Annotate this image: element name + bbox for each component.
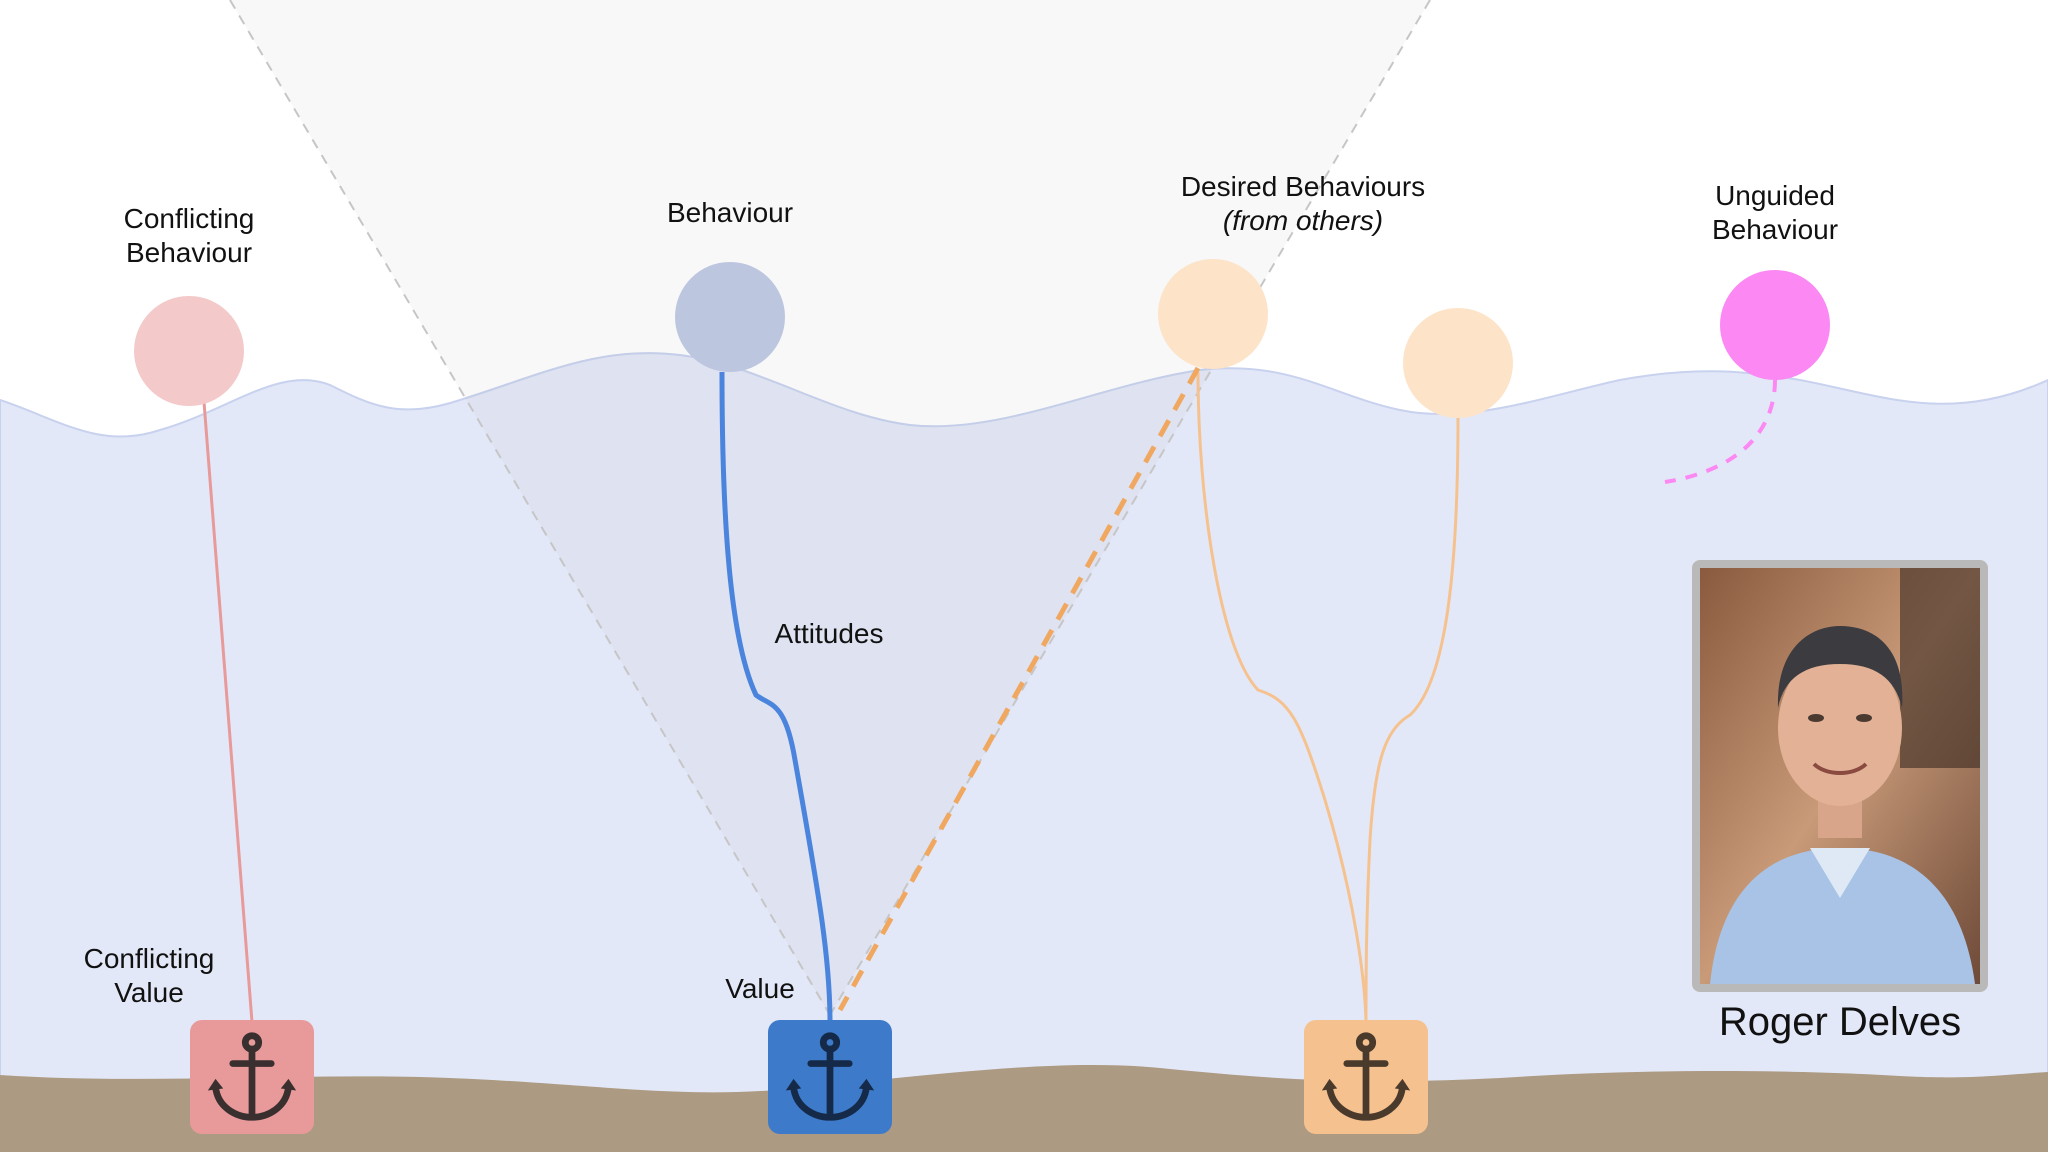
behaviour-balloon [675, 262, 785, 372]
value-label: Value [725, 972, 795, 1006]
attitudes-label: Attitudes [775, 617, 884, 651]
conflicting-behaviour-balloon [134, 296, 244, 406]
desired-value-anchor [1304, 1020, 1428, 1134]
conflicting-value-anchor [190, 1020, 314, 1134]
desired-behaviour-balloon-1 [1158, 259, 1268, 369]
anchor-icon [204, 1029, 300, 1125]
behaviour-label: Behaviour [667, 196, 793, 230]
conflicting-behaviour-label: Conflicting Behaviour [124, 202, 255, 270]
desired-behaviours-label: Desired Behaviours (from others) [1181, 170, 1425, 238]
value-anchor [768, 1020, 892, 1134]
conflicting-value-label: Conflicting Value [84, 942, 215, 1010]
portrait-photo [1692, 560, 1988, 992]
anchor-icon [1318, 1029, 1414, 1125]
desired-behaviour-balloon-2 [1403, 308, 1513, 418]
photo-caption: Roger Delves [1719, 1000, 1961, 1045]
unguided-behaviour-balloon [1720, 270, 1830, 380]
desired-behaviours-note: (from others) [1181, 204, 1425, 238]
unguided-behaviour-label: Unguided Behaviour [1712, 179, 1838, 247]
anchor-icon [782, 1029, 878, 1125]
